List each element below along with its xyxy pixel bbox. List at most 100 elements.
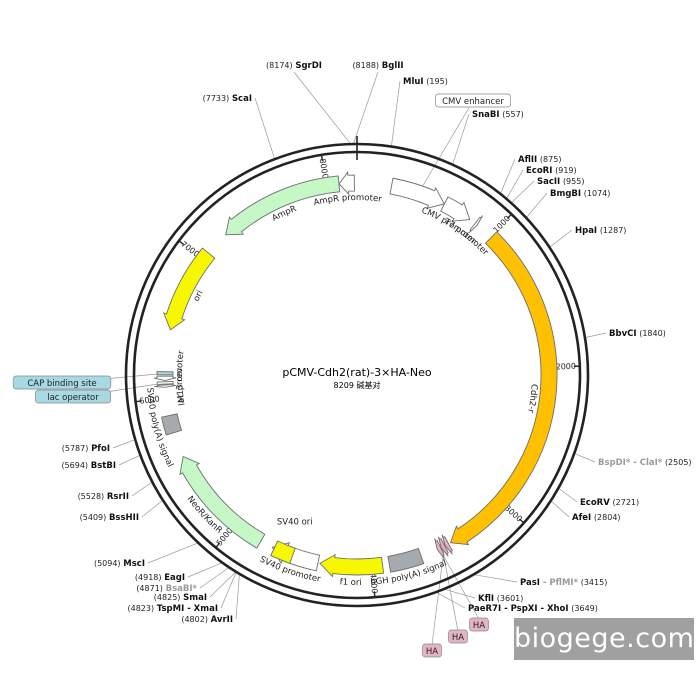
svg-text:EcoRV (2721): EcoRV (2721) bbox=[580, 498, 639, 508]
feature-label-sv40-ori: SV40 ori bbox=[277, 518, 313, 528]
svg-text:PasI - PflMI* (3415): PasI - PflMI* (3415) bbox=[520, 578, 607, 588]
svg-text:PaeR7I - PspXI - XhoI (3649): PaeR7I - PspXI - XhoI (3649) bbox=[468, 604, 598, 614]
feature-ha bbox=[441, 534, 453, 555]
site-leader-line bbox=[209, 571, 237, 598]
site-leader-line bbox=[293, 71, 352, 145]
feature-lac-operator bbox=[156, 380, 174, 385]
svg-text:KflI (3601): KflI (3601) bbox=[478, 594, 523, 604]
feature-ha bbox=[434, 538, 445, 559]
svg-text:SacII (955): SacII (955) bbox=[537, 177, 584, 187]
site-leader-line bbox=[584, 332, 607, 338]
feature-cmv-enhancer bbox=[389, 177, 445, 209]
svg-text:HA: HA bbox=[452, 633, 464, 643]
svg-text:(5528) RsrII: (5528) RsrII bbox=[78, 492, 129, 502]
svg-text:BmgBI (1074): BmgBI (1074) bbox=[550, 189, 610, 199]
tick-label: 4000 bbox=[368, 573, 379, 594]
tick-mark bbox=[506, 214, 512, 220]
feature-box-cap-binding-site: CAP binding site bbox=[12, 375, 112, 390]
feature-box-lac-operator: lac operator bbox=[35, 389, 111, 404]
svg-text:(7733) ScaI: (7733) ScaI bbox=[203, 94, 252, 104]
feature-label-ampr-promoter: AmpR promoter bbox=[313, 193, 383, 208]
plasmid-name: pCMV-Cdh2(rat)-3×HA-Neo bbox=[282, 366, 432, 379]
site-bglii: (8188) BglII bbox=[352, 61, 403, 71]
site-leader-line bbox=[506, 169, 524, 200]
site-msci: (5094) MscI bbox=[94, 559, 145, 569]
site-aflii: AflII (875) bbox=[518, 155, 561, 165]
site-smai: (4825) SmaI bbox=[154, 593, 207, 603]
feature-label-ori: ori bbox=[192, 289, 206, 303]
svg-text:(5694) BstBI: (5694) BstBI bbox=[61, 461, 116, 471]
feature-ha bbox=[437, 536, 449, 557]
site-leader-line bbox=[199, 567, 230, 589]
feature-neor-kanr bbox=[179, 455, 266, 549]
svg-text:(5409) BssHII: (5409) BssHII bbox=[80, 513, 139, 523]
site-leader-line bbox=[235, 573, 240, 620]
site-hpai: HpaI (1287) bbox=[575, 226, 626, 236]
feature-lac-promoter bbox=[153, 375, 177, 382]
site-mlui: MluI (195) bbox=[403, 77, 448, 87]
tick-label: 6000 bbox=[139, 394, 160, 405]
feature-sv40-ori bbox=[270, 540, 296, 564]
site-tspmi-xmai: (4823) TspMI - XmaI bbox=[127, 604, 218, 614]
site-leader-line bbox=[525, 192, 548, 218]
feature-box-ha: HA bbox=[469, 617, 489, 632]
svg-text:AfeI (2804): AfeI (2804) bbox=[572, 513, 621, 523]
feature-label-lac-promoter: lac promoter bbox=[175, 349, 188, 406]
svg-text:(4918) EagI: (4918) EagI bbox=[135, 573, 185, 583]
watermark: biogege.com bbox=[514, 618, 694, 660]
site-leader-line bbox=[558, 487, 578, 503]
site-leader-line bbox=[473, 574, 518, 583]
site-leader-line bbox=[352, 71, 379, 145]
svg-text:HA: HA bbox=[426, 647, 438, 657]
tick-mark bbox=[518, 518, 524, 523]
site-eagi: (4918) EagI bbox=[135, 573, 185, 583]
tick-mark bbox=[179, 240, 185, 246]
site-leader-line bbox=[220, 571, 237, 609]
feature-bgh-poly-a-signal bbox=[387, 547, 425, 573]
svg-text:(8188) BglII: (8188) BglII bbox=[352, 61, 403, 71]
svg-text:(4871) BsaBI*: (4871) BsaBI* bbox=[136, 584, 197, 594]
feature-label-m13-rev: M13 rev bbox=[175, 368, 187, 404]
site-leader-line bbox=[391, 80, 401, 147]
svg-text:HA: HA bbox=[473, 621, 485, 631]
svg-text:lac operator: lac operator bbox=[47, 393, 99, 403]
site-pasi: PasI - PflMI* (3415) bbox=[520, 578, 607, 588]
feature-label-t7-promoter: T7 promoter bbox=[441, 216, 490, 258]
svg-text:(5094) MscI: (5094) MscI bbox=[94, 559, 145, 569]
svg-text:BspDI* - ClaI* (2505): BspDI* - ClaI* (2505) bbox=[598, 458, 692, 468]
site-leader-line bbox=[550, 500, 570, 518]
site-leader-line bbox=[452, 113, 470, 165]
feature-cdh2-r bbox=[449, 231, 558, 546]
tick-label: 8000 bbox=[318, 158, 330, 180]
site-leader-line bbox=[510, 180, 535, 204]
svg-text:(4823) TspMI - XmaI: (4823) TspMI - XmaI bbox=[127, 604, 218, 614]
feature-box-ha: HA bbox=[422, 643, 442, 658]
site-sacii: SacII (955) bbox=[537, 177, 584, 187]
site-leader-line bbox=[141, 499, 164, 518]
site-rsrii: (5528) RsrII bbox=[78, 492, 129, 502]
feature-box-ha: HA bbox=[448, 629, 468, 644]
svg-text:(5787) PfoI: (5787) PfoI bbox=[62, 444, 110, 454]
site-leader-line bbox=[500, 158, 516, 195]
feature-leader-line bbox=[431, 541, 446, 646]
svg-text:HpaI (1287): HpaI (1287) bbox=[575, 226, 626, 236]
svg-text:CAP binding site: CAP binding site bbox=[27, 379, 96, 389]
site-avrii: (4802) AvrII bbox=[181, 615, 233, 625]
feature-sv40-poly-a-signal bbox=[160, 413, 183, 436]
tick-mark bbox=[215, 542, 221, 548]
feature-label-cdh2-r: Cdh2-r bbox=[525, 384, 539, 414]
site-leader-line bbox=[574, 453, 596, 463]
site-bstbi: (5694) BstBI bbox=[61, 461, 116, 471]
svg-text:EcoRI (919): EcoRI (919) bbox=[526, 166, 577, 176]
svg-text:MluI (195): MluI (195) bbox=[403, 77, 448, 87]
site-sgrdi: (8174) SgrDI bbox=[266, 61, 322, 71]
feature-cmv-promoter bbox=[440, 196, 471, 222]
svg-text:AflII (875): AflII (875) bbox=[518, 155, 561, 165]
site-bmgbi: BmgBI (1074) bbox=[550, 189, 610, 199]
tick-label: 2000 bbox=[555, 362, 576, 372]
site-snabi: SnaBI (557) bbox=[472, 110, 524, 120]
feature-ampr-promoter bbox=[338, 170, 355, 196]
